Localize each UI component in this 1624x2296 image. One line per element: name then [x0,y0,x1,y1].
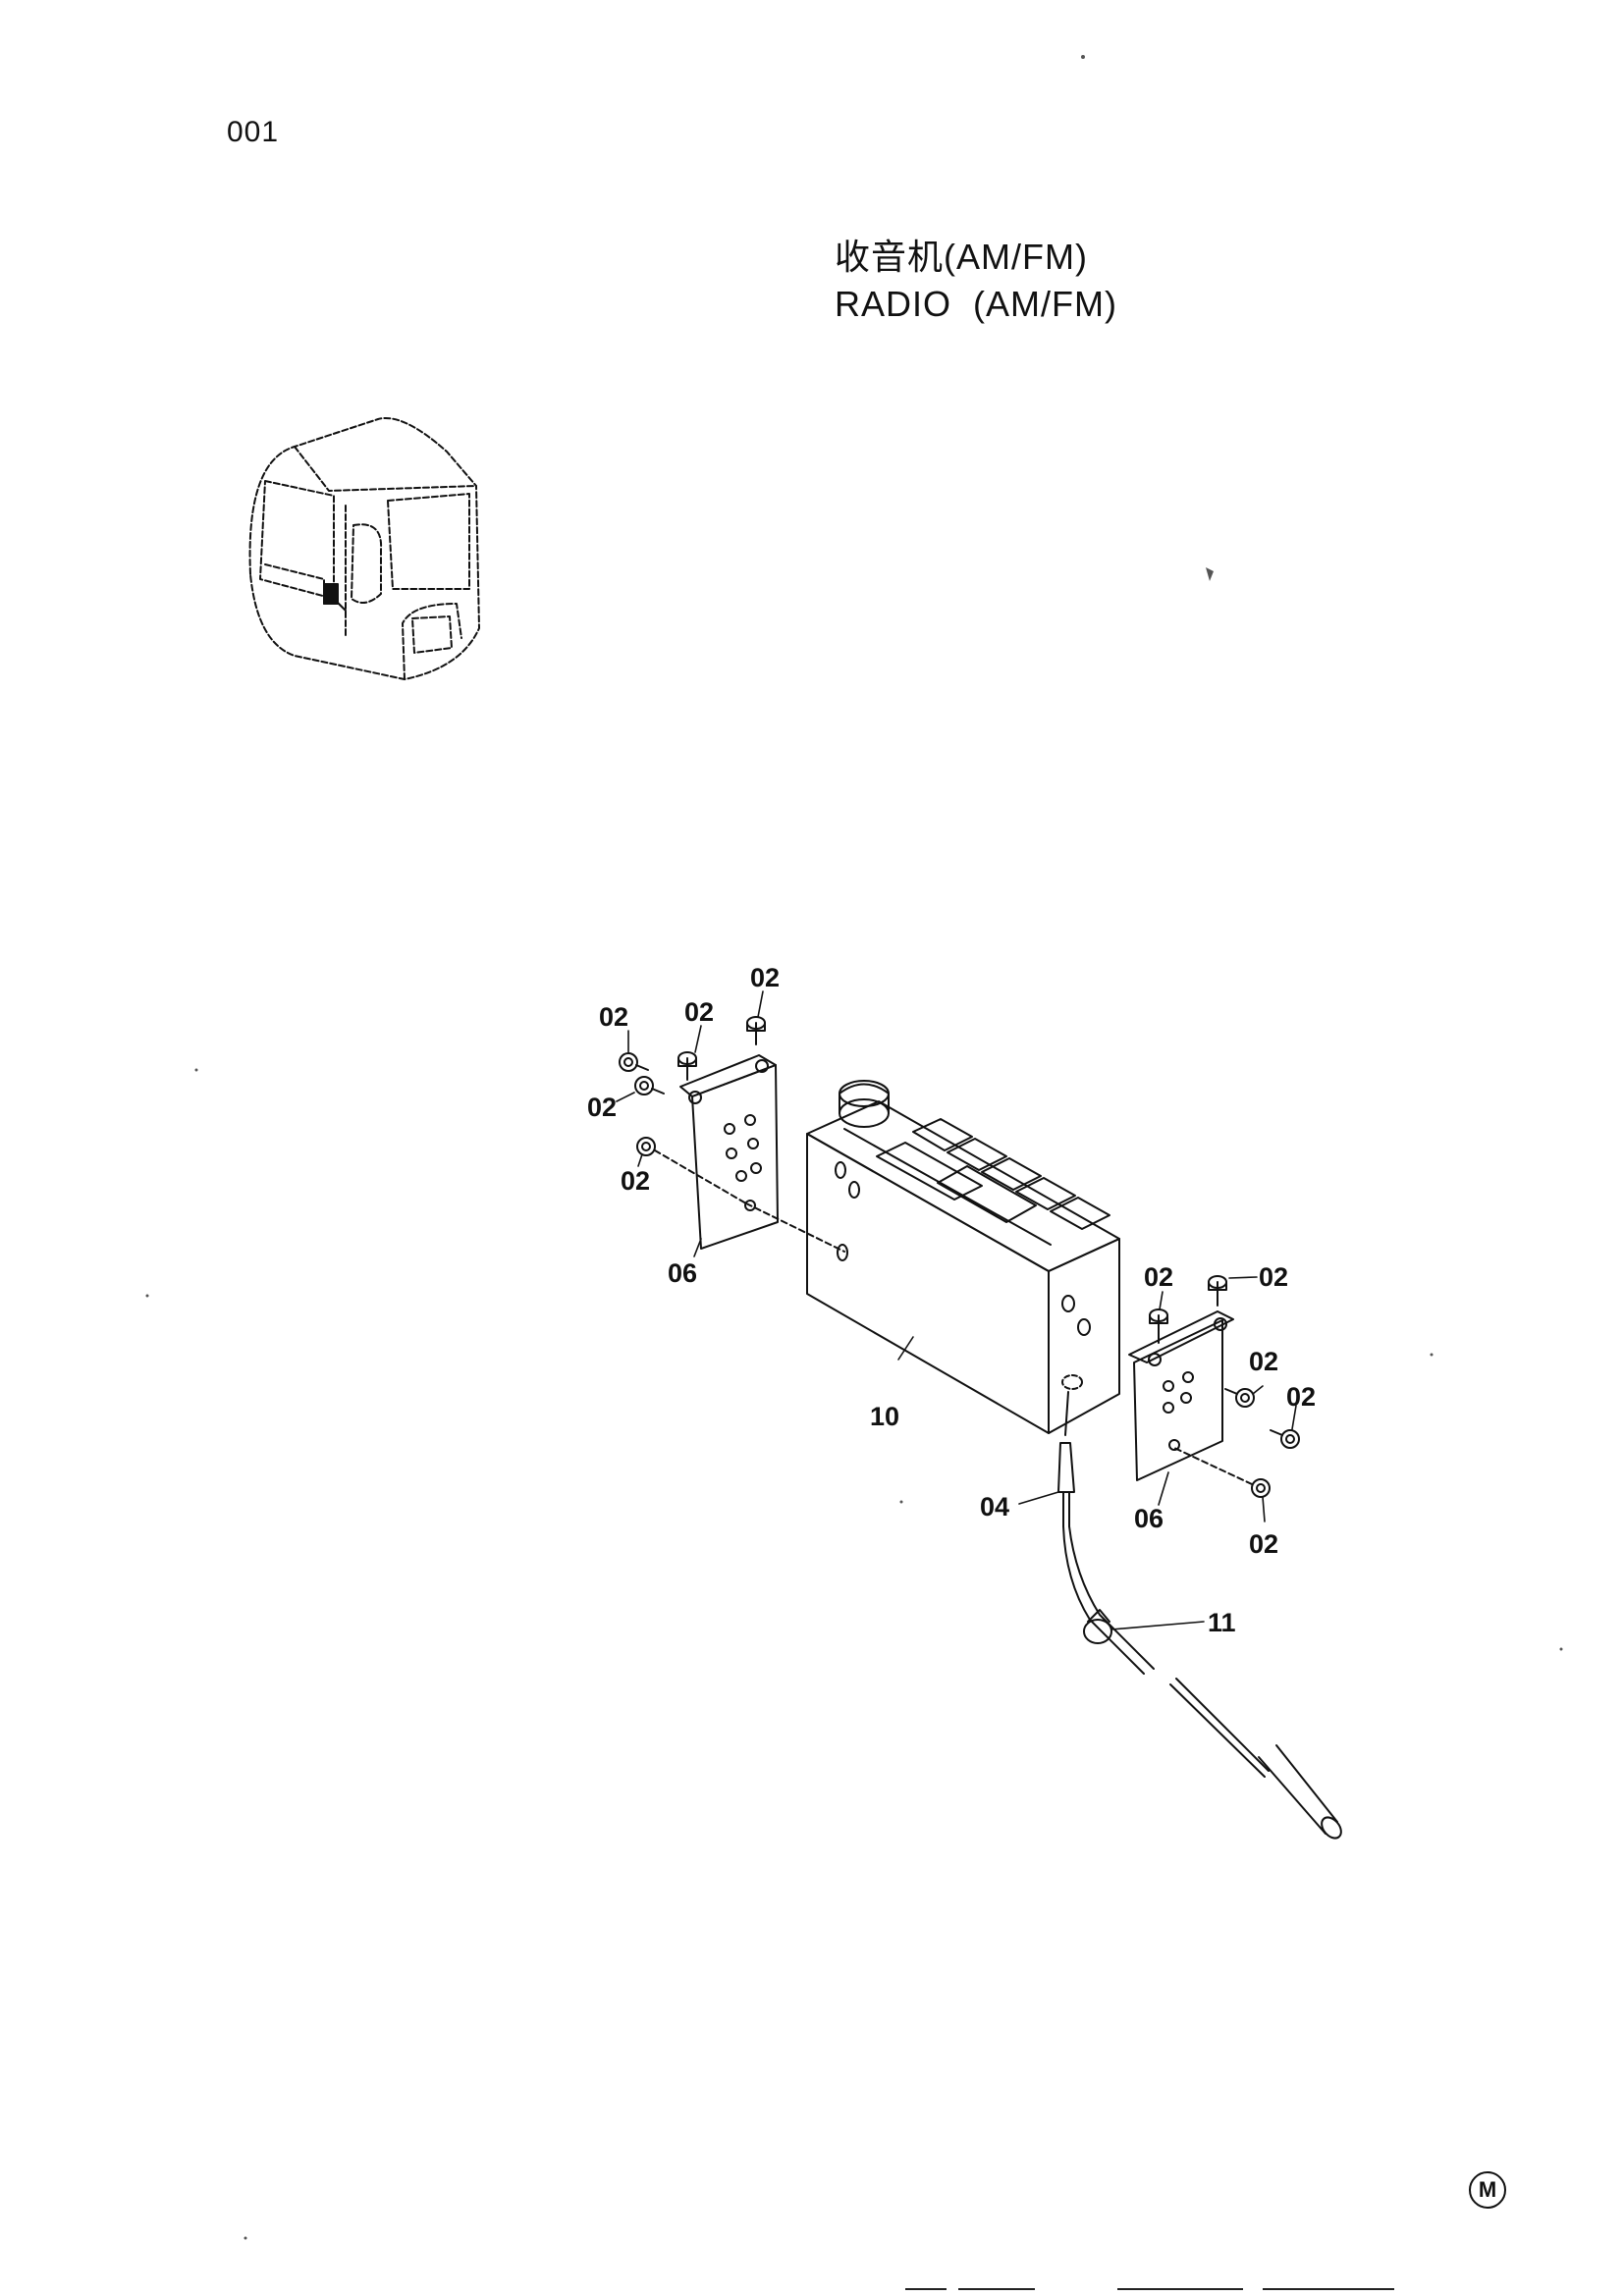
manufacturer-mark: M [1469,2171,1506,2209]
callout-labels: 02 02 02 02 02 06 10 02 02 02 02 02 06 0… [587,963,1316,1637]
screw-left-2 [634,1076,665,1095]
screw-left-4 [746,1016,766,1045]
screw-right-5 [1173,1447,1271,1498]
footer-rule [905,2288,947,2290]
diagram-title: 收音机(AM/FM) RADIO (AM/FM) [835,234,1117,328]
callout-02: 02 [684,997,714,1027]
callout-02: 02 [1144,1262,1173,1292]
callout-10: 10 [870,1402,899,1431]
callout-02: 02 [587,1093,617,1122]
callout-02: 02 [1286,1382,1316,1412]
footer-rule [958,2288,1035,2290]
screw-right-3 [1224,1388,1255,1408]
screw-left-1 [619,1052,649,1072]
screw-left-5 [636,1137,747,1204]
callout-11: 11 [1208,1608,1236,1637]
cab-location-illustration [248,417,480,680]
callout-02: 02 [621,1166,650,1196]
callout-02: 02 [1249,1529,1278,1559]
callout-02: 02 [750,963,780,992]
bracket-right [1128,1310,1234,1481]
radio-unit [806,1080,1120,1434]
screw-right-2 [1208,1275,1227,1307]
callout-06: 06 [668,1258,697,1288]
callout-02: 02 [1259,1262,1288,1292]
title-english: RADIO (AM/FM) [835,284,1117,324]
leader-lines [616,990,1297,1630]
title-chinese: 收音机(AM/FM) [835,237,1088,277]
callout-02: 02 [1249,1347,1278,1376]
callout-02: 02 [599,1002,628,1032]
screw-left-3 [677,1051,697,1081]
callout-06: 06 [1134,1504,1164,1533]
screw-right-1 [1149,1308,1168,1344]
footer-rule [1263,2288,1394,2290]
bracket-left [679,1054,779,1250]
cable-clamp [1083,1609,1112,1644]
antenna-cable [1057,1391,1342,1840]
page-number: 001 [227,116,280,148]
callout-04: 04 [980,1492,1009,1522]
screw-right-4 [1270,1429,1300,1449]
scan-specks [145,55,1563,2240]
footer-rule [1117,2288,1243,2290]
